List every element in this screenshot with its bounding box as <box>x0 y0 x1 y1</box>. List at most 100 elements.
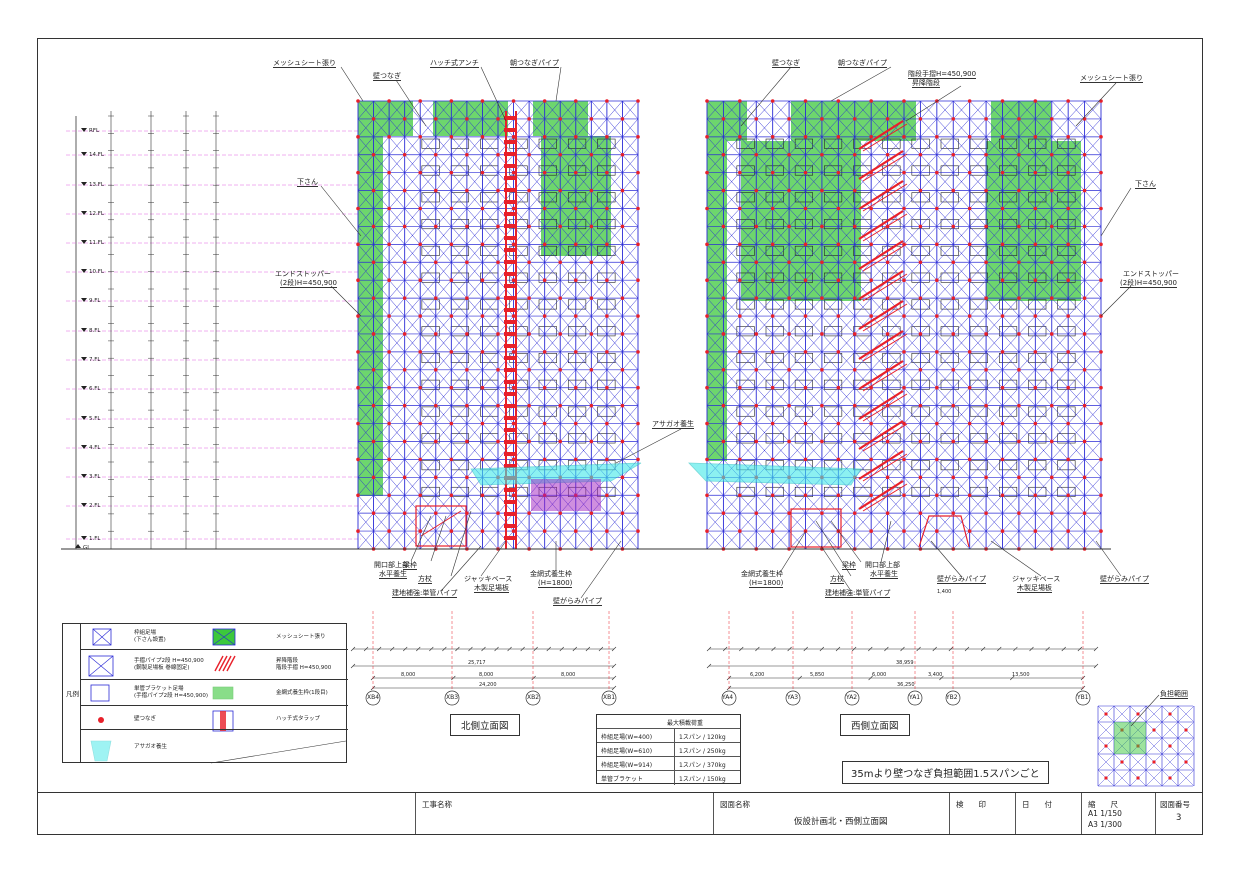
west-wall-tie <box>951 332 956 336</box>
north-window <box>567 326 587 337</box>
west-dim-bays-tick <box>1029 646 1034 652</box>
west-window <box>882 353 901 363</box>
legend-mesh-text: メッシュシート張り <box>276 634 326 640</box>
north-wall-tie <box>605 457 609 462</box>
tb-scale: 縮 尺 A1 1/150 A3 1/300 <box>1081 793 1155 834</box>
west-brace <box>985 154 1003 173</box>
legend-stair-icon <box>226 655 236 672</box>
north-brace <box>560 154 576 173</box>
north-brace <box>528 297 545 317</box>
legend-wall-tie-text: 壁つなぎ <box>134 716 157 722</box>
west-brace <box>788 512 806 532</box>
west-wall-tie <box>803 278 808 282</box>
west-wall-tie <box>918 368 923 372</box>
west-brace <box>821 100 839 120</box>
north-wall-tie <box>527 260 531 265</box>
west-wall-tie <box>935 170 939 175</box>
west-brace <box>953 136 970 155</box>
west-brace <box>1035 226 1052 245</box>
load-row-1-value: 1スパン / 120kg <box>679 734 726 741</box>
west-wall-tie <box>918 332 923 336</box>
west-brace <box>936 172 954 191</box>
west-wall-tie <box>935 206 939 211</box>
north-wall-tie <box>542 170 547 175</box>
west-wall-tie <box>935 278 939 282</box>
north-hatch-ladder <box>504 296 516 300</box>
north-wall-tie <box>387 99 391 103</box>
axis-bubble <box>365 690 381 706</box>
leader-line <box>395 79 427 127</box>
west-brace <box>723 315 741 335</box>
north-wall-tie <box>542 278 547 282</box>
north-wall-tie <box>480 278 485 282</box>
west-window <box>824 165 843 176</box>
west-wall-tie <box>902 99 906 103</box>
north-brace <box>420 405 436 424</box>
north-brace <box>482 154 499 173</box>
west-wall-tie <box>918 475 923 480</box>
north-wall-tie <box>511 170 516 175</box>
west-brace <box>723 495 741 514</box>
west-wall-tie <box>1033 493 1038 498</box>
north-wall-tie <box>387 278 391 282</box>
north-wall-tie <box>418 421 423 426</box>
detail-brace <box>1129 753 1147 771</box>
north-wall-tie <box>496 511 500 515</box>
west-brace <box>985 459 1003 478</box>
west-brace <box>936 100 954 120</box>
detail-wall-tie <box>1152 728 1156 732</box>
west-brace <box>1084 351 1102 370</box>
north-wall-tie <box>558 152 563 157</box>
north-brace <box>451 280 468 299</box>
west-window <box>1028 299 1047 310</box>
west-brace <box>887 423 905 442</box>
west-wall-tie <box>1099 135 1103 139</box>
north-wall-tie <box>465 296 469 300</box>
north-wall-tie <box>433 475 438 480</box>
north-brace <box>435 100 452 120</box>
north-brace <box>420 441 436 460</box>
west-wall-tie <box>984 403 988 408</box>
north-hatch-ladder <box>504 368 516 372</box>
west-brace <box>838 154 855 173</box>
west-window <box>1057 165 1076 176</box>
north-hatch-ladder <box>504 488 516 492</box>
west-brace <box>739 495 757 514</box>
north-brace <box>373 530 390 550</box>
leader-line <box>615 428 682 464</box>
west-brace <box>838 118 855 138</box>
north-window <box>538 299 557 310</box>
leader-line <box>1095 540 1122 577</box>
north-brace <box>622 100 639 120</box>
west-brace <box>788 441 806 460</box>
north-brace <box>622 441 639 460</box>
west-wall-tie <box>935 529 939 533</box>
west-dim-bays-tick <box>932 646 937 652</box>
west-brace <box>1018 118 1036 138</box>
north-dim-total-tick <box>350 663 356 669</box>
north-brace <box>373 441 390 460</box>
legend-hatch-icon-ladder <box>220 711 226 731</box>
west-brace <box>969 136 987 155</box>
tb-check: 検 印 <box>949 793 1015 834</box>
west-brace <box>756 208 773 227</box>
north-brace <box>466 369 483 388</box>
west-asagao <box>688 462 862 486</box>
north-wall-tie <box>418 242 423 247</box>
north-dim-spans-tick <box>611 675 617 681</box>
north-brace <box>420 280 436 299</box>
west-wall-tie <box>1099 457 1103 462</box>
detail-wall-tie <box>1184 760 1188 764</box>
north-brace <box>404 208 421 227</box>
label-hatch-north: ハッチ式アンチ <box>430 59 479 68</box>
west-brace <box>1051 190 1069 209</box>
west-brace <box>985 315 1003 335</box>
west-brace <box>1035 369 1052 388</box>
axis-bubble <box>945 690 961 706</box>
west-brace <box>838 244 855 263</box>
west-brace <box>903 315 921 335</box>
north-brace <box>420 226 436 245</box>
west-brace <box>723 351 741 370</box>
north-wall-tie <box>620 188 625 193</box>
west-wall-tie <box>1000 314 1005 318</box>
